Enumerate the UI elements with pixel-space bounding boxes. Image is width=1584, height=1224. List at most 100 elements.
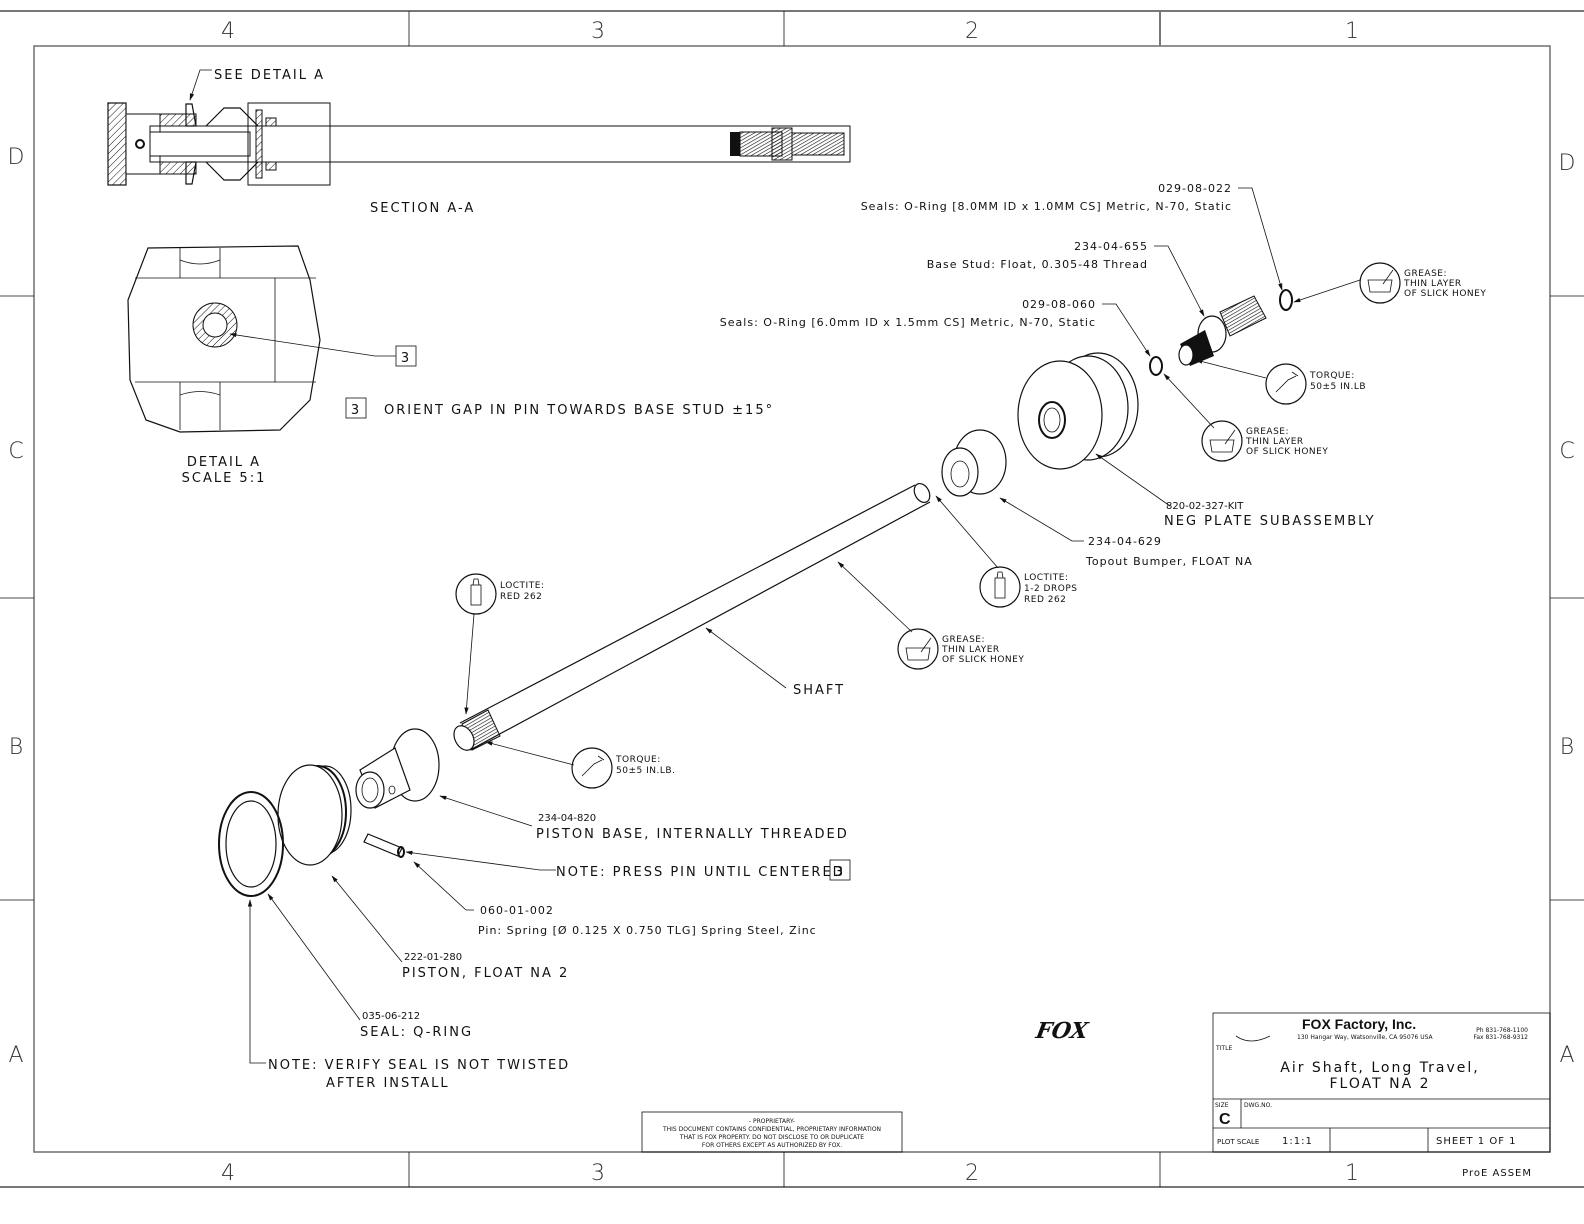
size-label: SIZE xyxy=(1215,1102,1229,1109)
grease-1-line1: GREASE: xyxy=(1404,269,1447,279)
callout-neg-plate: 820-02-327-KIT NEG PLATE SUBASSEMBLY xyxy=(1095,453,1374,529)
loctite-2-line2: RED 262 xyxy=(500,592,542,602)
proprietary-line3: THAT IS FOX PROPERTY. DO NOT DISCLOSE TO… xyxy=(679,1134,864,1141)
torque-instruction-1: TORQUE: 50±5 IN.LB xyxy=(1195,359,1366,405)
proprietary-line4: FOR OTHERS EXCEPT AS AUTHORIZED BY FOX. xyxy=(702,1142,842,1149)
torque-2-line1: TORQUE: xyxy=(615,755,661,765)
zone-col-2-bottom: 2 xyxy=(965,1161,979,1186)
zone-col-4-bottom: 4 xyxy=(221,1161,235,1186)
grease-icon xyxy=(897,628,939,670)
part-desc-piston-base: PISTON BASE, INTERNALLY THREADED xyxy=(536,827,849,842)
topout-bumper-part xyxy=(941,429,1007,497)
fox-logo-icon: FOX xyxy=(1033,1018,1091,1044)
proprietary-line2: THIS DOCUMENT CONTAINS CONFIDENTIAL, PRO… xyxy=(662,1126,881,1133)
part-number-oring-8mm: 029-08-022 xyxy=(1158,182,1232,195)
callout-verify-seal-note: NOTE: VERIFY SEAL IS NOT TWISTED AFTER I… xyxy=(247,899,568,1091)
callout-press-pin-note: NOTE: PRESS PIN UNTIL CENTERED 3 xyxy=(405,850,851,881)
torque-1-line1: TORQUE: xyxy=(1309,371,1355,381)
grease-icon xyxy=(1359,262,1401,304)
zone-col-1-bottom: 1 xyxy=(1345,1161,1359,1186)
loctite-instruction-1: LOCTITE: 1-2 DROPS RED 262 xyxy=(935,495,1077,608)
zone-row-a-left: A xyxy=(8,1043,23,1068)
plot-scale-value: 1:1:1 xyxy=(1282,1136,1313,1147)
zone-row-b-left: B xyxy=(9,735,23,760)
grease-3-line2: THIN LAYER xyxy=(941,645,1000,655)
part-desc-shaft: SHAFT xyxy=(793,683,845,698)
loctite-1-line1: LOCTITE: xyxy=(1024,573,1068,583)
sheet-border xyxy=(0,10,1584,1188)
company-address: 130 Hangar Way, Watsonville, CA 95076 US… xyxy=(1297,1034,1434,1041)
detail-a-scale: SCALE 5:1 xyxy=(182,471,267,486)
loctite-instruction-2: LOCTITE: RED 262 xyxy=(455,573,544,715)
zone-labels: 4 3 2 1 4 3 2 1 D C B A D C B A xyxy=(8,19,1576,1186)
zone-col-3-top: 3 xyxy=(591,19,605,44)
orient-flag: 3 xyxy=(351,403,361,418)
part-number-topout: 234-04-629 xyxy=(1088,535,1162,548)
callout-shaft: SHAFT xyxy=(705,627,845,698)
callout-oring-8mm: 029-08-022 Seals: O-Ring [8.0MM ID x 1.0… xyxy=(861,182,1283,291)
zone-row-a-right: A xyxy=(1559,1043,1574,1068)
section-a-a-view: SEE DETAIL A SECTION A-A xyxy=(107,68,851,216)
grease-icon xyxy=(1201,420,1243,462)
detail-flag: 3 xyxy=(401,351,411,366)
callout-pin: 060-01-002 Pin: Spring [Ø 0.125 X 0.750 … xyxy=(413,861,817,937)
grease-2-line2: THIN LAYER xyxy=(1245,437,1304,447)
zone-col-3-bottom: 3 xyxy=(591,1161,605,1186)
detail-a-view: 3 DETAIL A SCALE 5:1 xyxy=(127,245,417,486)
part-desc-base-stud: Base Stud: Float, 0.305-48 Thread xyxy=(927,258,1148,271)
piston-base-part xyxy=(355,728,440,809)
wrench-hand-icon xyxy=(571,747,613,789)
sheet-number: SHEET 1 OF 1 xyxy=(1436,1136,1517,1147)
grease-3-line3: OF SLICK HONEY xyxy=(942,655,1024,665)
part-number-seal: 035-06-212 xyxy=(362,1011,420,1022)
orient-gap-note: 3 ORIENT GAP IN PIN TOWARDS BASE STUD ±1… xyxy=(345,397,772,419)
plot-scale-label: PLOT SCALE xyxy=(1217,1138,1259,1146)
grease-2-line3: OF SLICK HONEY xyxy=(1246,447,1328,457)
company-phone: Ph 831-768-1100 xyxy=(1476,1027,1528,1034)
press-pin-flag: 3 xyxy=(835,865,845,880)
drawing-title-line2: FLOAT NA 2 xyxy=(1329,1076,1430,1092)
zone-col-4-top: 4 xyxy=(221,19,235,44)
torque-2-line2: 50±5 IN.LB. xyxy=(616,766,675,776)
loctite-tube-icon xyxy=(979,566,1021,608)
part-number-pin: 060-01-002 xyxy=(480,904,554,917)
verify-seal-note-line2: AFTER INSTALL xyxy=(326,1076,450,1091)
oring-6mm-part xyxy=(1149,356,1163,376)
oring-8mm-part xyxy=(1279,289,1293,311)
callout-oring-6mm: 029-08-060 Seals: O-Ring [6.0mm ID x 1.5… xyxy=(720,298,1151,357)
company-name: FOX Factory, Inc. xyxy=(1302,1016,1416,1032)
model-type: ProE ASSEM xyxy=(1462,1168,1532,1179)
sheet-size: C xyxy=(1219,1111,1231,1128)
part-desc-pin: Pin: Spring [Ø 0.125 X 0.750 TLG] Spring… xyxy=(478,924,817,937)
proprietary-line1: - PROPRIETARY- xyxy=(749,1118,795,1125)
grease-instruction-1: GREASE: THIN LAYER OF SLICK HONEY xyxy=(1293,262,1486,304)
press-pin-note-text: NOTE: PRESS PIN UNTIL CENTERED xyxy=(556,865,845,880)
zone-col-1-top: 1 xyxy=(1345,19,1359,44)
spring-pin-part xyxy=(363,833,405,858)
see-detail-leader xyxy=(189,69,212,101)
piston-part xyxy=(277,764,352,866)
loctite-1-line2: 1-2 DROPS xyxy=(1024,584,1077,594)
base-stud-part xyxy=(1178,295,1267,366)
part-desc-piston: PISTON, FLOAT NA 2 xyxy=(402,966,569,981)
exploded-view xyxy=(218,289,1293,897)
grease-1-line3: OF SLICK HONEY xyxy=(1404,289,1486,299)
grease-instruction-2: GREASE: THIN LAYER OF SLICK HONEY xyxy=(1163,373,1328,462)
zone-row-d-right: D xyxy=(1559,151,1576,176)
dwg-no-label: DWG.NO. xyxy=(1244,1102,1272,1109)
grease-3-line1: GREASE: xyxy=(942,635,985,645)
title-label: TITLE xyxy=(1215,1045,1232,1052)
title-block: FOX FOX Factory, Inc. 130 Hangar Way, Wa… xyxy=(1033,1012,1551,1179)
proprietary-notice: - PROPRIETARY- THIS DOCUMENT CONTAINS CO… xyxy=(641,1111,903,1153)
detail-flag-leader xyxy=(229,332,396,357)
shaft-part xyxy=(453,482,931,751)
part-number-oring-6mm: 029-08-060 xyxy=(1022,298,1096,311)
drawing-title-line1: Air Shaft, Long Travel, xyxy=(1280,1060,1479,1076)
part-number-base-stud: 234-04-655 xyxy=(1074,240,1148,253)
loctite-1-line3: RED 262 xyxy=(1024,595,1066,605)
neg-plate-part xyxy=(1017,352,1139,470)
callout-seal: 035-06-212 SEAL: Q-RING xyxy=(267,893,471,1040)
callout-topout: 234-04-629 Topout Bumper, FLOAT NA xyxy=(999,497,1252,568)
part-desc-oring-8mm: Seals: O-Ring [8.0MM ID x 1.0MM CS] Metr… xyxy=(861,200,1232,213)
